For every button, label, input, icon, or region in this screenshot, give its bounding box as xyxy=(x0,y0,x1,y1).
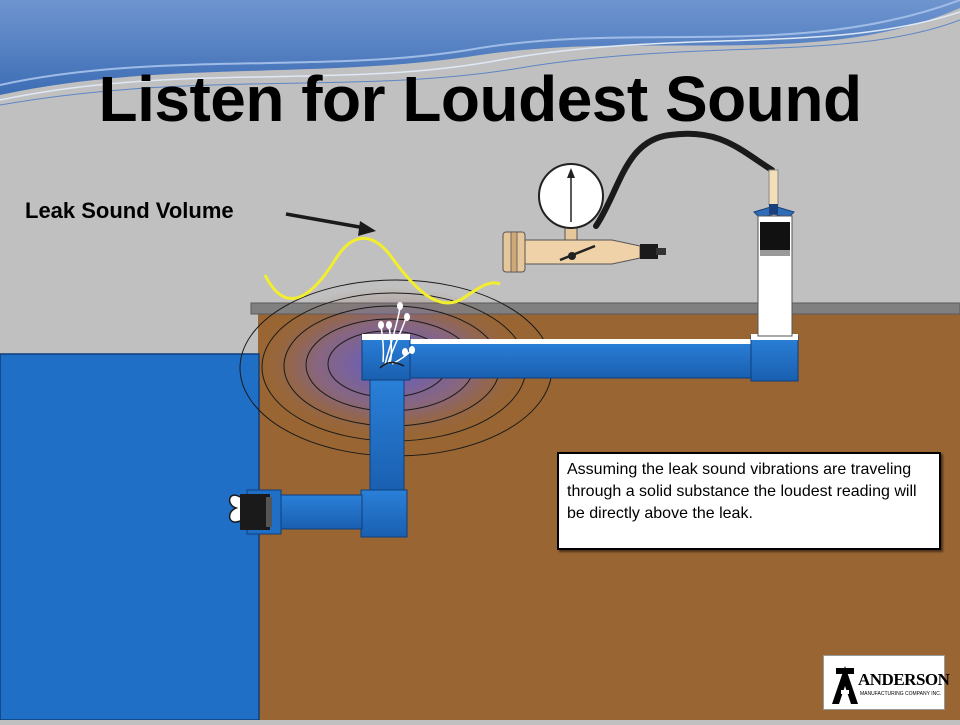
logo-emblem-icon xyxy=(832,666,858,704)
logo-name: ANDERSON xyxy=(858,670,950,689)
anderson-logo: ANDERSON MANUFACTURING COMPANY INC. xyxy=(823,655,950,710)
tank-valve-icon xyxy=(228,494,272,530)
hose xyxy=(593,130,775,229)
leak-spray-icon xyxy=(378,302,415,369)
pipe-system xyxy=(246,334,799,538)
header-waves xyxy=(0,0,960,106)
sound-volume-wave xyxy=(263,236,501,305)
surface-slab xyxy=(250,302,960,315)
logo-subtitle: MANUFACTURING COMPANY INC. xyxy=(860,691,942,697)
label-pointer-arrow xyxy=(285,212,376,236)
page-title: Listen for Loudest Sound xyxy=(98,63,862,135)
water-tank xyxy=(0,353,260,721)
pressure-gauge-icon xyxy=(502,163,666,273)
explanation-note: Assuming the leak sound vibrations are t… xyxy=(557,452,941,550)
leak-sound-volume-label: Leak Sound Volume xyxy=(25,198,234,223)
riser-rod-icon xyxy=(753,169,795,337)
